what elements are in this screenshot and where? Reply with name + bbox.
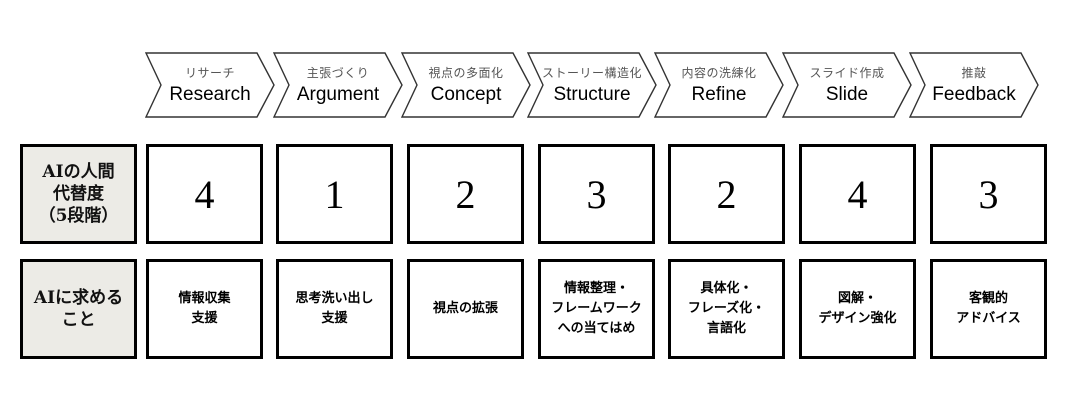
expectation-text-slide: 図解・ デザイン強化 — [799, 259, 916, 359]
expectation-text-concept: 視点の拡張 — [407, 259, 524, 359]
substitution-score-feedback: 3 — [930, 144, 1047, 244]
stage-chevron-slide: スライド作成 Slide — [782, 52, 912, 118]
stage-chevron-concept: 視点の多面化 Concept — [401, 52, 531, 118]
substitution-score-argument: 1 — [276, 144, 393, 244]
substitution-score-concept: 2 — [407, 144, 524, 244]
stage-jp-label: ストーリー構造化 — [541, 66, 642, 80]
stage-jp-label: 主張づくり — [306, 66, 370, 80]
chevron-shape — [527, 52, 657, 118]
substitution-score-slide: 4 — [799, 144, 916, 244]
expectation-row-label: AIに求める こと — [20, 259, 137, 359]
stage-chevron-structure: ストーリー構造化 Structure — [527, 52, 657, 118]
stage-jp-label: 内容の洗練化 — [681, 66, 757, 80]
stage-en-label: Feedback — [932, 84, 1016, 105]
substitution-score-refine: 2 — [668, 144, 785, 244]
stage-en-label: Research — [169, 84, 251, 105]
stage-jp-label: スライド作成 — [809, 66, 885, 80]
chevron-shape — [273, 52, 403, 118]
expectation-text-research: 情報収集 支援 — [146, 259, 263, 359]
chevron-shape — [654, 52, 784, 118]
stage-chevron-research: リサーチ Research — [145, 52, 275, 118]
expectation-text-argument: 思考洗い出し 支援 — [276, 259, 393, 359]
stage-en-label: Structure — [553, 84, 631, 105]
stage-en-label: Concept — [430, 84, 502, 105]
stage-en-label: Argument — [296, 84, 380, 105]
substitution-score-structure: 3 — [538, 144, 655, 244]
chevron-shape — [401, 52, 531, 118]
chevron-shape — [782, 52, 912, 118]
stage-jp-label: 視点の多面化 — [428, 66, 504, 80]
expectation-text-structure: 情報整理・ フレームワーク への当てはめ — [538, 259, 655, 359]
expectation-text-refine: 具体化・ フレーズ化・ 言語化 — [668, 259, 785, 359]
stage-jp-label: 推敲 — [961, 66, 987, 80]
expectation-text-feedback: 客観的 アドバイス — [930, 259, 1047, 359]
chevron-shape — [145, 52, 275, 118]
substitution-score-research: 4 — [146, 144, 263, 244]
stage-en-label: Slide — [825, 84, 869, 105]
stage-chevron-feedback: 推敲 Feedback — [909, 52, 1039, 118]
stage-chevron-refine: 内容の洗練化 Refine — [654, 52, 784, 118]
stage-chevron-argument: 主張づくり Argument — [273, 52, 403, 118]
stage-jp-label: リサーチ — [184, 66, 235, 80]
process-flow: リサーチ Research 主張づくり Argument 視点の多面化 Concept スト… — [145, 52, 1050, 118]
substitution-row-label: AIの人間 代替度 （5段階） — [20, 144, 137, 244]
chevron-shape — [909, 52, 1039, 118]
stage-en-label: Refine — [691, 84, 747, 105]
